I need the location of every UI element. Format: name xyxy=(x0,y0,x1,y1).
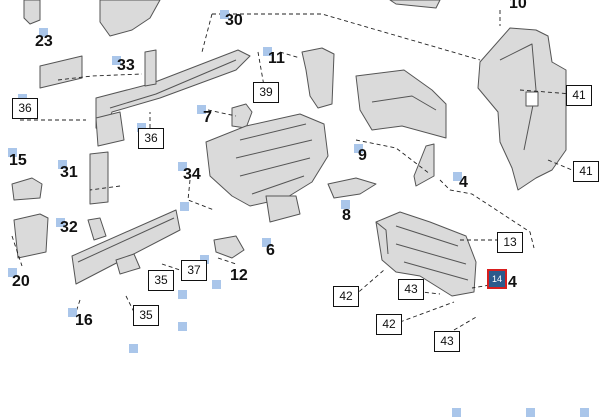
callout-11[interactable]: 11 xyxy=(268,50,285,67)
marker xyxy=(8,268,17,277)
marker xyxy=(178,162,187,171)
callout-box-36-left[interactable]: 36 xyxy=(12,98,38,119)
marker xyxy=(129,344,138,353)
callout-7[interactable]: 7 xyxy=(203,109,212,126)
part-32-clip xyxy=(87,217,107,241)
marker xyxy=(180,202,189,211)
marker xyxy=(178,322,187,331)
part-23-bracket xyxy=(39,55,83,89)
callout-box-35-upper[interactable]: 35 xyxy=(148,270,174,291)
marker xyxy=(68,308,77,317)
callout-33[interactable]: 33 xyxy=(117,57,135,74)
callout-32[interactable]: 32 xyxy=(60,219,78,236)
marker xyxy=(262,238,271,247)
callout-31[interactable]: 31 xyxy=(60,164,78,181)
callout-30[interactable]: 30 xyxy=(225,12,243,29)
highlighted-part-14-callout[interactable]: 14 xyxy=(487,269,507,289)
marker xyxy=(58,160,67,169)
callout-box-43-lower[interactable]: 43 xyxy=(434,331,460,352)
part-11-post xyxy=(301,47,335,109)
callout-23[interactable]: 23 xyxy=(35,33,53,50)
callout-12[interactable]: 12 xyxy=(230,267,248,284)
part-10-a-pillar xyxy=(477,27,567,191)
marker xyxy=(200,255,209,264)
callout-box-35-lower[interactable]: 35 xyxy=(133,305,159,326)
marker xyxy=(39,28,48,37)
callout-box-43-upper[interactable]: 43 xyxy=(398,279,424,300)
part-4-upper-bracket xyxy=(413,143,435,187)
callout-16[interactable]: 16 xyxy=(75,312,93,329)
part-upper-right-panel xyxy=(389,0,441,9)
callout-box-42-upper[interactable]: 42 xyxy=(333,286,359,307)
callout-10[interactable]: 10 xyxy=(509,0,527,12)
part-15-bracket xyxy=(11,177,43,201)
part-20-bracket xyxy=(13,213,49,259)
callout-20[interactable]: 20 xyxy=(12,273,30,290)
callout-34[interactable]: 34 xyxy=(183,166,201,183)
callout-4-lower[interactable]: 4 xyxy=(508,274,517,291)
part-7-clip xyxy=(231,103,253,129)
marker xyxy=(178,290,187,299)
callout-box-39[interactable]: 39 xyxy=(253,82,279,103)
marker xyxy=(220,10,229,19)
callout-box-41-lower[interactable]: 41 xyxy=(573,161,599,182)
part-36-rail-end xyxy=(95,111,125,147)
part-9-wheelhouse xyxy=(355,69,447,139)
part-16-bumper-beam xyxy=(71,209,181,285)
part-35-clip xyxy=(115,253,141,275)
part-34-crossmember xyxy=(205,113,329,207)
marker xyxy=(263,47,272,56)
marker xyxy=(197,105,206,114)
marker xyxy=(354,144,363,153)
part-31-reinforcement xyxy=(89,151,109,205)
callout-box-42-lower[interactable]: 42 xyxy=(376,314,402,335)
marker xyxy=(453,172,462,181)
marker xyxy=(8,148,17,157)
part-8-strap xyxy=(327,177,377,199)
marker xyxy=(112,56,121,65)
callout-9[interactable]: 9 xyxy=(358,147,367,164)
part-top-left-fragment xyxy=(23,0,41,25)
marker xyxy=(56,218,65,227)
marker xyxy=(341,200,350,209)
part-6-lower-bracket xyxy=(265,195,301,223)
part-33-small-bracket xyxy=(144,49,157,87)
callout-8[interactable]: 8 xyxy=(342,207,351,224)
marker xyxy=(137,123,146,132)
part-14-inner-panel xyxy=(375,211,477,297)
callout-box-41-upper[interactable]: 41 xyxy=(566,85,592,106)
callout-6[interactable]: 6 xyxy=(266,242,275,259)
callout-box-36-right[interactable]: 36 xyxy=(138,128,164,149)
callout-box-37[interactable]: 37 xyxy=(181,260,207,281)
callout-15[interactable]: 15 xyxy=(9,152,27,169)
callout-box-13[interactable]: 13 xyxy=(497,232,523,253)
marker xyxy=(212,280,221,289)
part-upper-fender-frame xyxy=(99,0,161,37)
part-12-bracket xyxy=(213,235,245,259)
callout-4-upper[interactable]: 4 xyxy=(459,174,468,191)
